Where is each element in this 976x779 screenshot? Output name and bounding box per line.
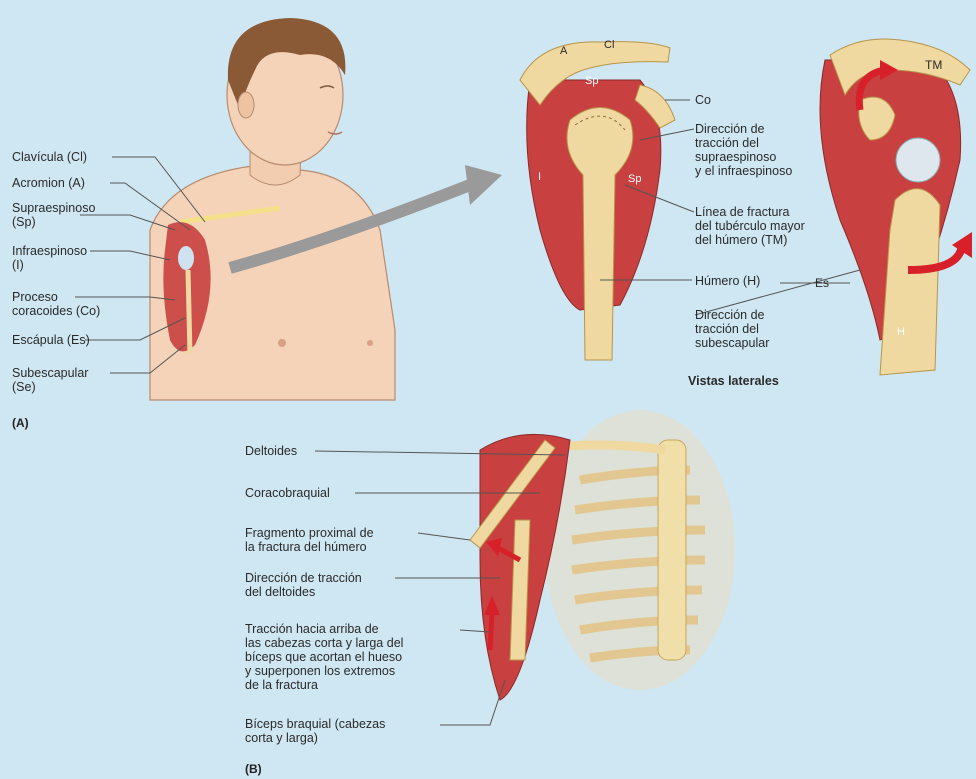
label-direccion-subescapular: Dirección de tracción del subescapular [695,308,769,350]
bone-letter-i: I [538,170,541,184]
lateral-view-1 [520,42,675,360]
label-supraespinoso: Supraespinoso (Sp) [12,201,95,229]
panel-a-tag: (A) [12,416,29,430]
label-biceps-braquial: Bíceps braquial (cabezas corta y larga) [245,717,385,745]
lateral-view-2 [820,39,972,375]
bone-letter-cl: Cl [604,38,614,52]
panel-b-tag: (B) [245,762,262,776]
bone-letter-a: A [560,44,567,58]
label-vistas-laterales: Vistas laterales [688,374,779,388]
bone-letter-sp-2: Sp [628,172,641,186]
label-direccion-supraespinoso: Dirección de tracción del supraespinoso … [695,122,792,178]
label-escapula: Escápula (Es) [12,333,90,347]
label-traccion-biceps: Tracción hacia arriba de las cabezas cor… [245,622,403,692]
label-coracobraquial: Coracobraquial [245,486,330,500]
label-subescapular: Subescapular (Se) [12,366,88,394]
label-acromion: Acromion (A) [12,176,85,190]
bone-letter-es: Es [815,276,829,290]
label-infraespinoso: Infraespinoso (I) [12,244,87,272]
label-deltoides: Deltoides [245,444,297,458]
label-direccion-deltoides: Dirección de tracción del deltoides [245,571,362,599]
panel-b-illustration [470,410,735,700]
bone-letter-h: H [897,325,905,339]
label-linea-fractura: Línea de fractura del tubérculo mayor de… [695,205,805,247]
label-humero: Húmero (H) [695,274,760,288]
label-clavicula: Clavícula (Cl) [12,150,87,164]
label-fragmento-proximal: Fragmento proximal de la fractura del hú… [245,526,374,554]
bone-letter-sp: Sp [585,74,598,88]
label-co: Co [695,93,711,107]
man-figure [150,18,395,400]
bone-letter-tm: TM [925,58,942,72]
label-proceso-coracoides: Proceso coracoides (Co) [12,290,100,318]
